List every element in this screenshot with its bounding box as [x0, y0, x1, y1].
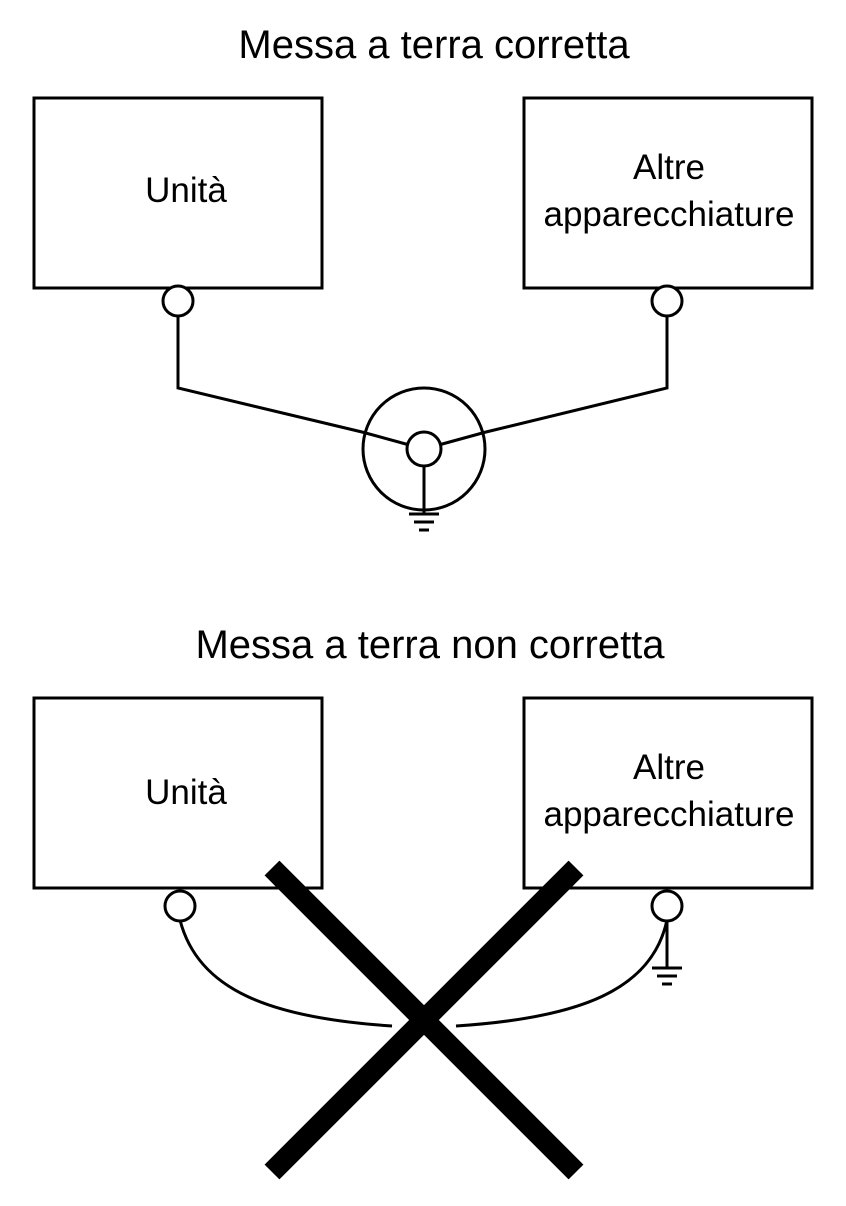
incorrect-grounding-title: Messa a terra non corretta	[195, 623, 665, 667]
incorrect-other-terminal	[650, 889, 684, 923]
correct-unit-terminal	[161, 284, 195, 318]
correct-other-equipment-label-line2: apparecchiature	[544, 195, 795, 234]
common-ground-symbol-icon	[409, 512, 439, 532]
correct-grounding-section: Messa a terra corretta Unità Altre appar…	[32, 23, 814, 532]
common-ground-terminal	[405, 430, 443, 468]
incorrect-grounding-section: Messa a terra non corretta Unità Altre a…	[32, 623, 814, 1180]
incorrect-unit-box	[32, 696, 324, 890]
correct-unit-label: Unità	[145, 171, 227, 210]
correct-other-equipment-box	[522, 96, 814, 290]
incorrect-unit-terminal	[163, 889, 197, 923]
correct-unit-box	[32, 96, 324, 290]
incorrect-unit-wire	[178, 919, 393, 1028]
correct-other-equipment-label-line1: Altre	[633, 148, 705, 187]
correct-unit-ground-wire	[176, 316, 425, 451]
correct-other-ground-wire	[423, 316, 669, 451]
incorrect-other-wire	[455, 919, 669, 1028]
correct-other-terminal	[650, 284, 684, 318]
incorrect-other-ground-symbol-icon	[652, 966, 682, 986]
incorrect-cross-icon	[264, 860, 584, 1180]
incorrect-unit-label: Unità	[145, 773, 227, 812]
incorrect-other-equipment-label-line2: apparecchiature	[544, 795, 795, 834]
correct-grounding-title: Messa a terra corretta	[238, 23, 630, 67]
incorrect-other-equipment-box	[522, 696, 814, 890]
incorrect-other-equipment-label-line1: Altre	[633, 748, 705, 787]
